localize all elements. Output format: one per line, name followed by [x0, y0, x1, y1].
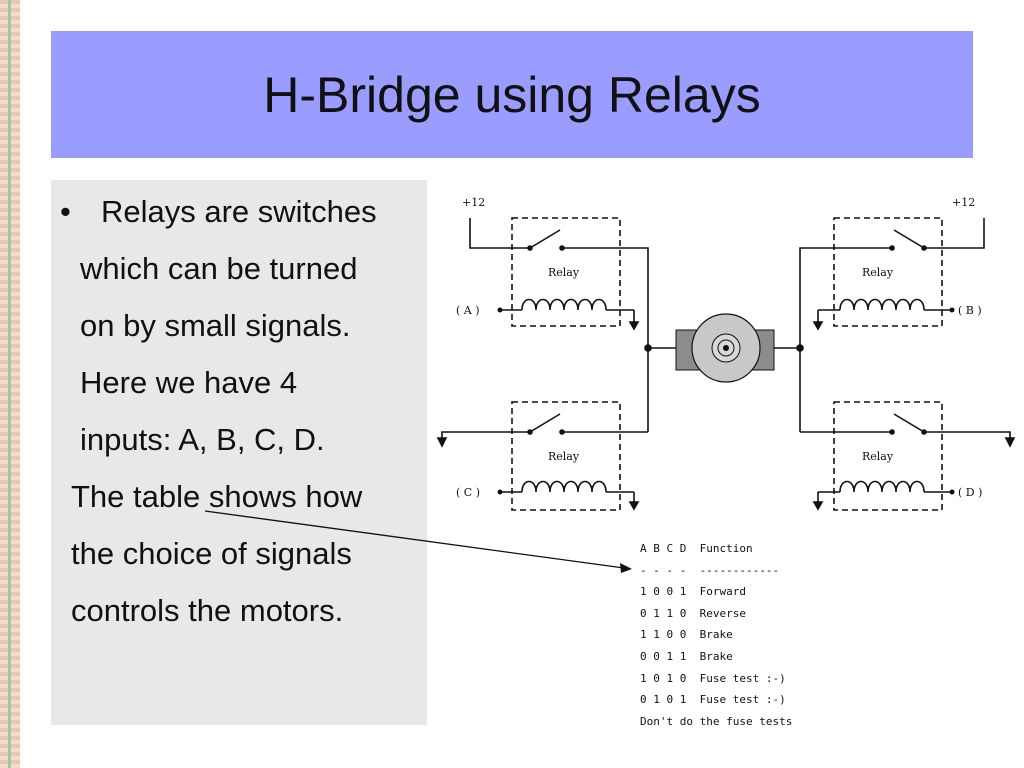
slide-title: H-Bridge using Relays	[263, 66, 761, 123]
relay-box-bottom-right	[833, 401, 943, 511]
body-line-3: on by small signals.	[80, 308, 351, 343]
truth-table-row: 0 1 1 0 Reverse	[640, 606, 746, 620]
truth-table-row: 1 0 0 1 Forward	[640, 585, 746, 599]
body-line-6: The table shows how	[71, 479, 363, 514]
motor-icon	[675, 313, 775, 383]
relay-label-top-right: Relay	[862, 266, 894, 279]
h-bridge-circuit-diagram: +12 +12 Relay Relay Relay Relay ( A ) ( …	[436, 196, 1016, 511]
title-banner: H-Bridge using Relays	[51, 31, 973, 158]
body-line-4: Here we have 4	[80, 365, 298, 400]
relay-label-bottom-right: Relay	[862, 450, 894, 463]
truth-table-divider: - - - - ------------	[640, 563, 780, 577]
relay-box-bottom-left	[511, 401, 621, 511]
truth-table-header: A B C D Function	[640, 542, 753, 555]
truth-table: A B C D Function - - - - ------------ 1 0 …	[640, 538, 792, 732]
relay-box-top-left	[511, 217, 621, 327]
relay-label-bottom-left: Relay	[548, 450, 580, 463]
body-line-7: the choice of signals	[71, 536, 352, 571]
bullet-marker: •	[60, 194, 71, 229]
truth-table-row: 1 0 1 0 Fuse test :-)	[640, 671, 786, 685]
relay-label-top-left: Relay	[548, 266, 580, 279]
input-label-b: ( B )	[958, 304, 982, 317]
body-line-1: Relays are switches	[101, 194, 377, 229]
truth-table-row: 1 1 0 0 Brake	[640, 628, 733, 642]
body-line-2: which can be turned	[80, 251, 358, 286]
body-line-5: inputs: A, B, C, D.	[80, 422, 325, 457]
body-line-8: controls the motors.	[71, 593, 344, 628]
truth-table-row: 0 1 0 1 Fuse test :-)	[640, 693, 786, 707]
truth-table-row: 0 0 1 1 Brake	[640, 649, 733, 663]
body-text-panel: • Relays are switches which can be turne…	[51, 180, 427, 725]
truth-table-footer: Don't do the fuse tests	[640, 714, 793, 728]
supply-label-left: +12	[462, 196, 485, 209]
supply-label-right: +12	[952, 196, 975, 209]
input-label-a: ( A )	[456, 304, 480, 317]
input-label-c: ( C )	[456, 486, 480, 499]
input-label-d: ( D )	[958, 486, 982, 499]
decorative-side-strip	[0, 0, 20, 768]
relay-box-top-right	[833, 217, 943, 327]
